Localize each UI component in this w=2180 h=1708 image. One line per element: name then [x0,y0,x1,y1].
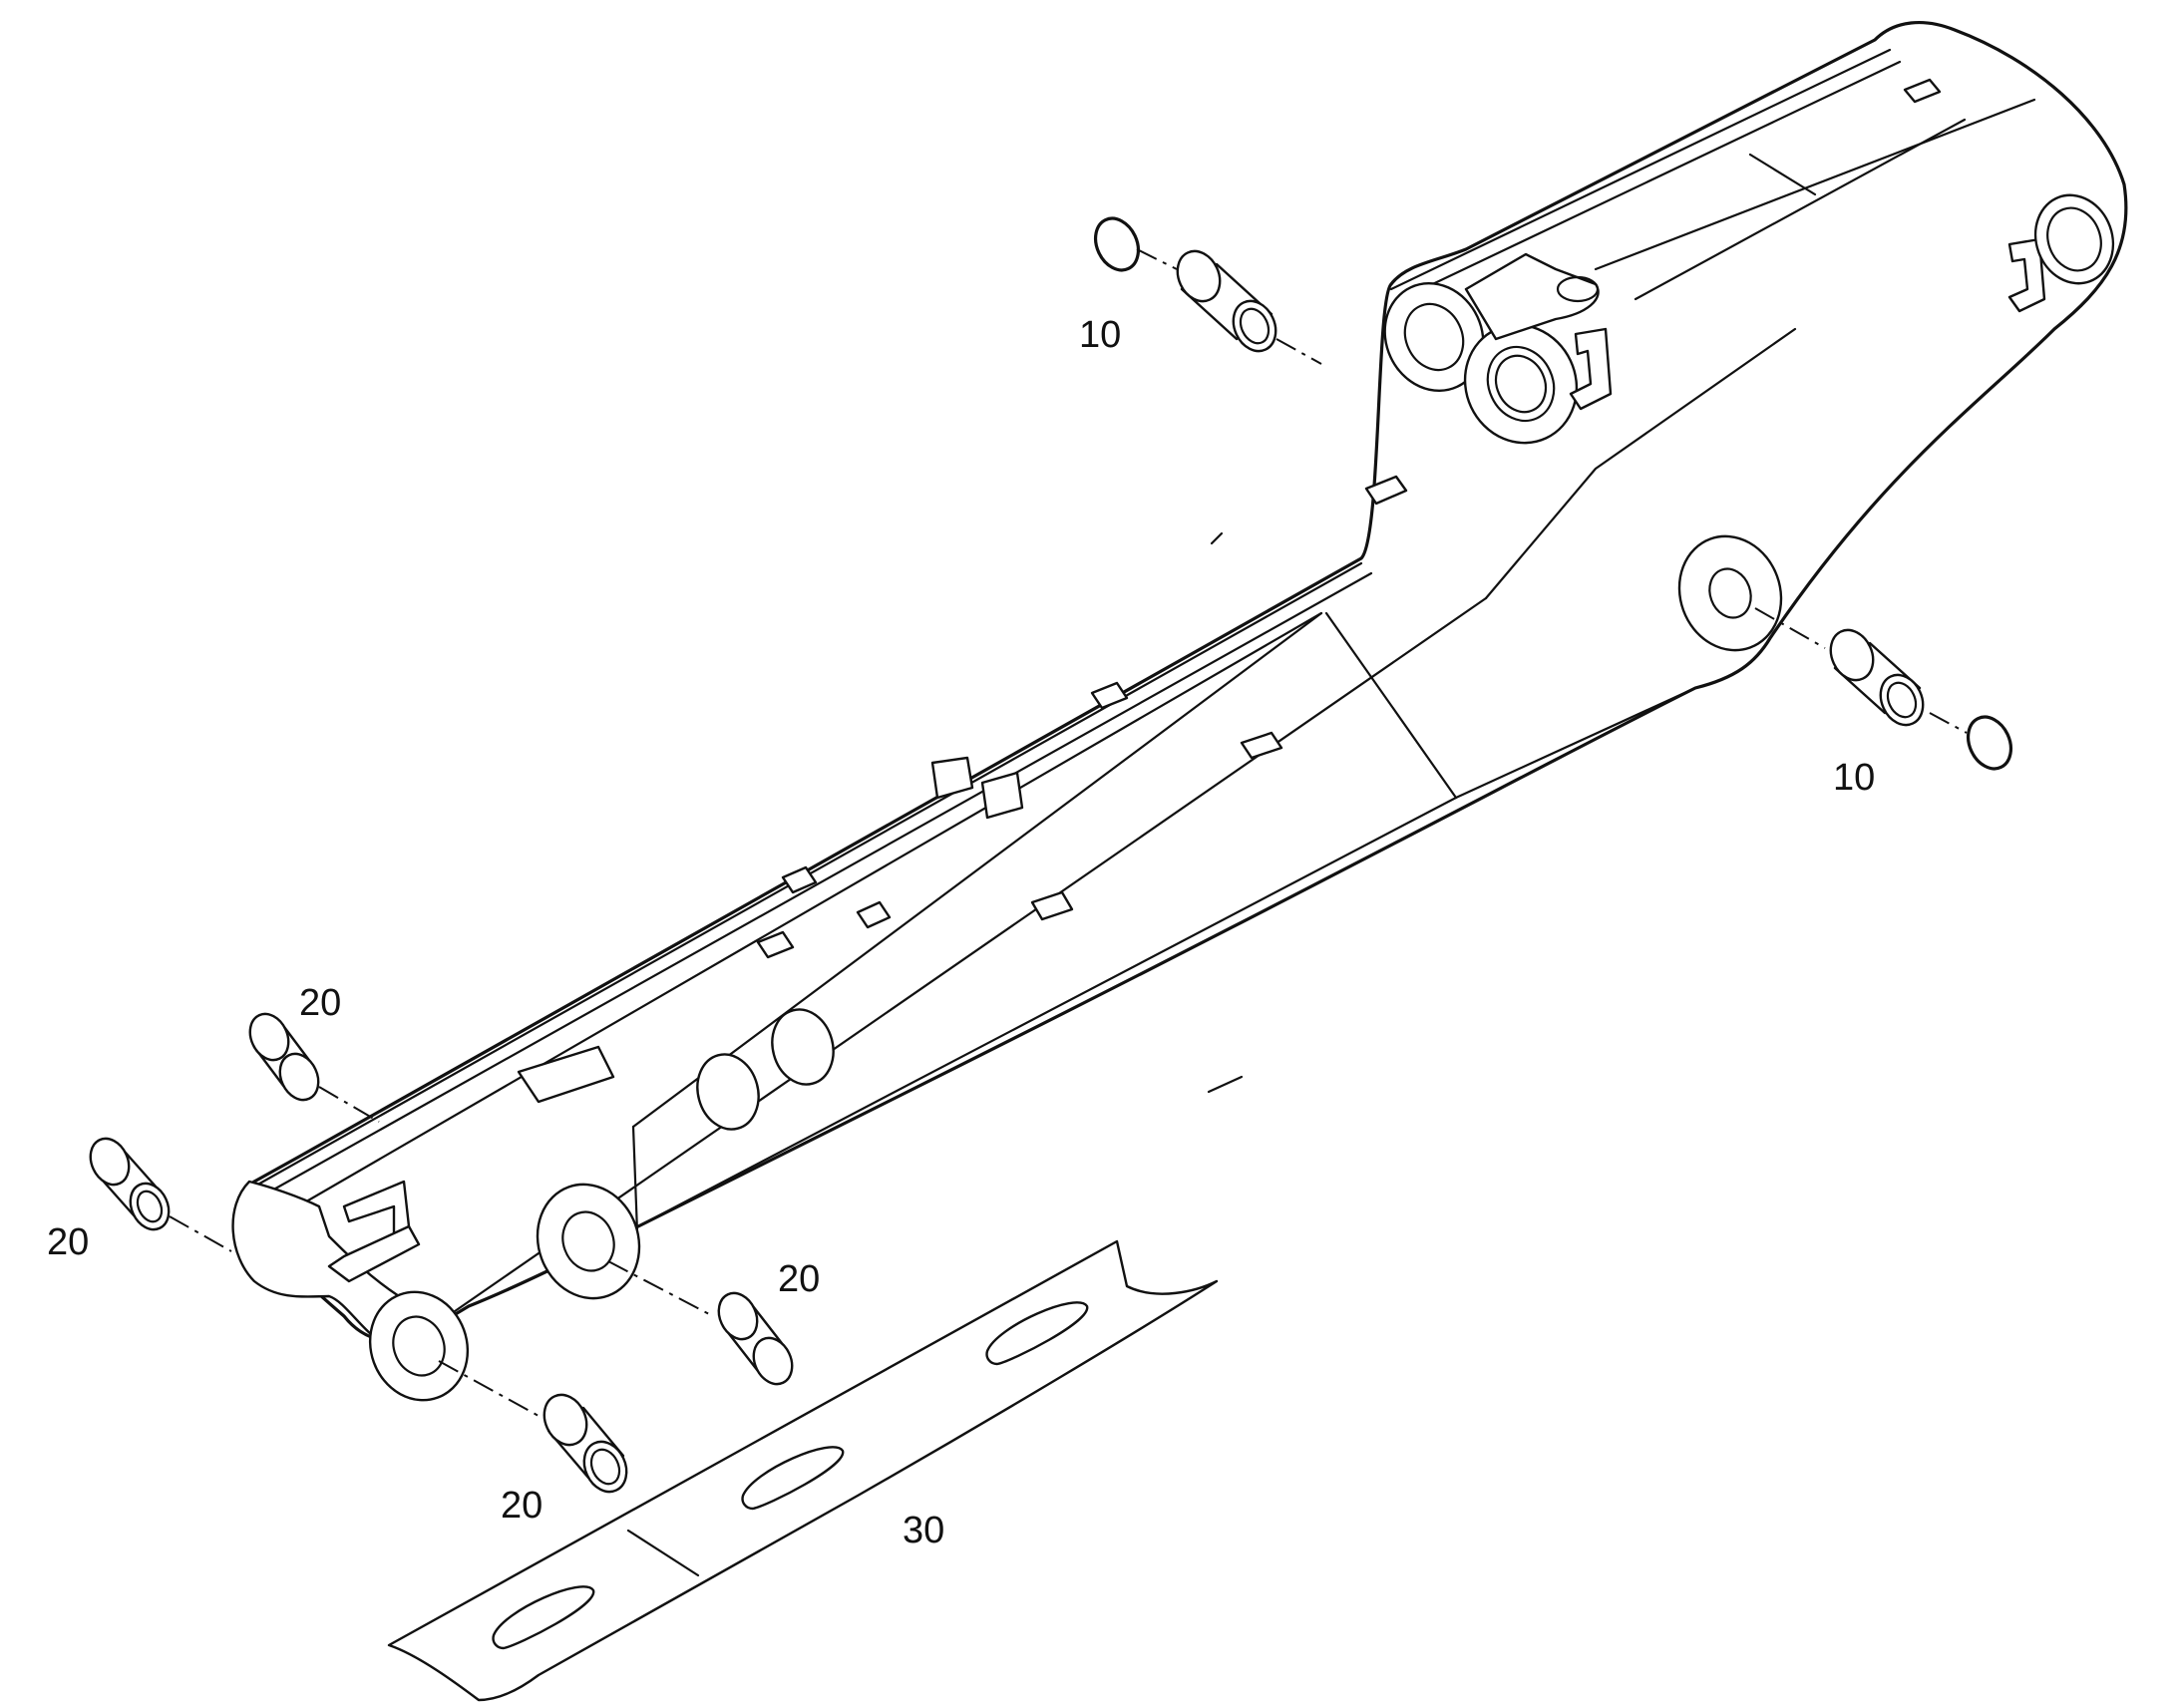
pin-mid-group [607,1260,794,1386]
bushing-right-group [1754,607,2013,771]
pin-upper-left-group [248,1012,380,1123]
callout-pin-upper-left: 20 [299,982,341,1024]
pin-left-group [89,1137,232,1252]
snap-ring-right [1966,715,2013,771]
snap-ring-top [1093,216,1141,272]
callout-plate: 30 [903,1510,944,1551]
callout-pin-left: 20 [47,1221,89,1263]
pin-bottom-group [438,1360,628,1494]
bushing-top-group [1093,216,1322,365]
callout-pin-bottom: 20 [501,1485,543,1527]
wear-plate [387,1239,1219,1702]
callout-bushing-top: 10 [1079,314,1121,356]
callout-pin-mid: 20 [778,1258,820,1300]
callout-bushing-right: 10 [1833,757,1875,799]
arm-body [231,20,2128,1402]
